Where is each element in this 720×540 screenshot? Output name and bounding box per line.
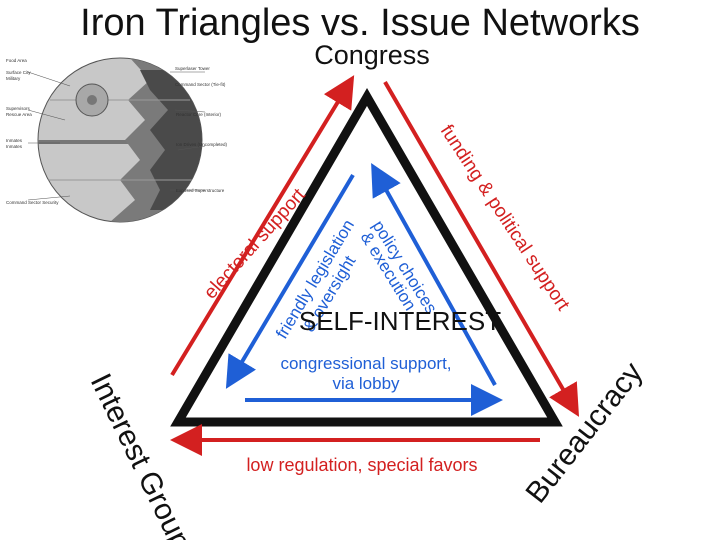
arrow-friendly-legislation — [225, 173, 355, 389]
death-star-label: Supervisors — [6, 106, 31, 111]
arrow-electoral-support — [170, 75, 355, 377]
death-star-label: Superlaser Tower — [175, 66, 210, 71]
death-star-label: Food Area — [6, 58, 27, 63]
death-star-label: Inmates — [6, 144, 23, 149]
slide-title: Iron Triangles vs. Issue Networks — [80, 2, 640, 44]
self-interest-label: SELF-INTEREST — [299, 306, 501, 336]
low-regulation-label: low regulation, special favors — [246, 455, 477, 475]
death-star-label: Command Sector Security — [6, 200, 59, 205]
node-interest-group-label: Interest Group — [84, 369, 198, 540]
death-star-label: Ion Drives (Uncompleted) — [176, 142, 228, 147]
death-star-label: Exposed Superstructure — [176, 188, 225, 193]
via-lobby-label: via lobby — [332, 374, 400, 393]
node-congress-label: Congress — [314, 40, 430, 70]
death-star-label: Surface City — [6, 70, 31, 75]
triangle-outline — [170, 88, 563, 427]
death-star-label: Rescue Area — [6, 112, 32, 117]
death-star-label: Military — [6, 76, 21, 81]
death-star-label: Inmates — [6, 138, 23, 143]
congressional-support-label: congressional support, — [280, 354, 451, 373]
death-star-image: Food Area Surface City Military Supervis… — [6, 57, 228, 223]
death-star-label: Reactor Core (Interior) — [176, 112, 222, 117]
arrow-funding-support — [383, 80, 580, 417]
arrow-policy-choices — [371, 163, 497, 386]
node-bureaucracy-label: Bureaucracy — [520, 356, 650, 509]
death-star-label: Command Sector (Tie-fit) — [175, 82, 226, 87]
